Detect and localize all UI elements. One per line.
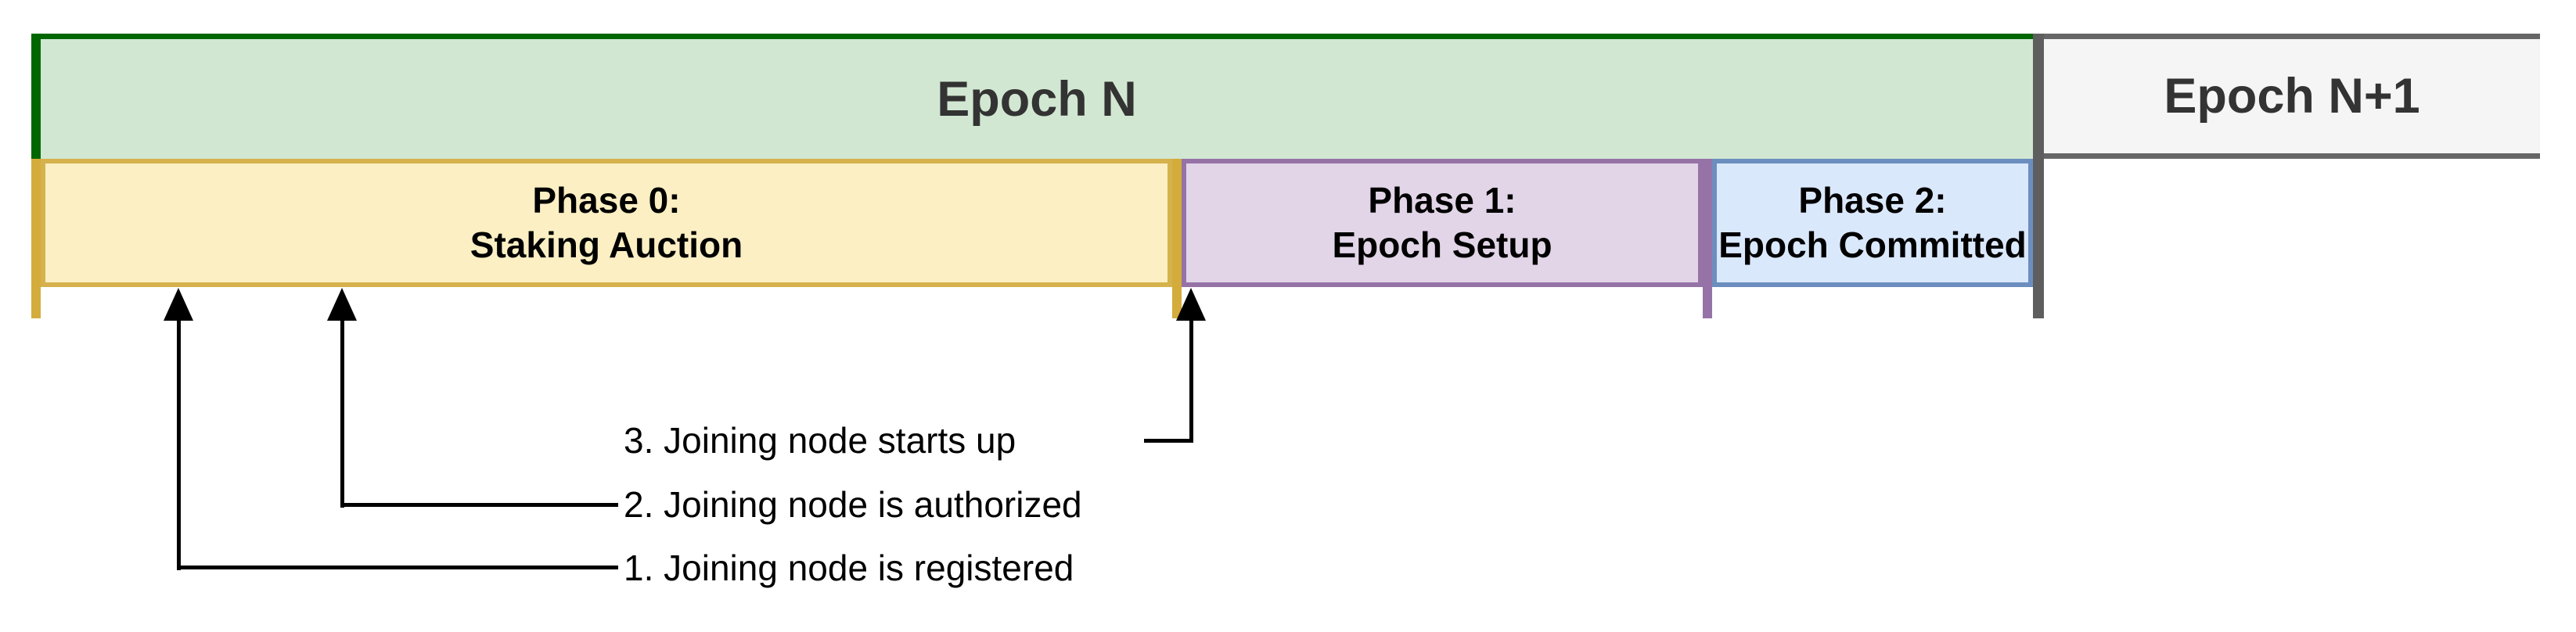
epoch-n-band: Epoch N [41,39,2033,159]
epoch-start-marker-green [31,34,41,159]
epoch-n-label: Epoch N [937,71,1137,127]
phase-2-label: Phase 2: Epoch Committed [1718,178,2027,268]
annotation-registered: 1. Joining node is registered [624,548,1074,588]
arrow-1-shaft [177,313,181,570]
epoch-n-plus-1-label: Epoch N+1 [2164,69,2420,124]
phase-2-label-line2: Epoch Committed [1718,224,2027,265]
arrow-1-connector [177,566,618,569]
arrow-3-connector [1144,439,1193,443]
phase-1-label: Phase 1: Epoch Setup [1332,178,1552,268]
phase-1-label-line1: Phase 1: [1368,180,1516,221]
epoch-n-plus-1-band: Epoch N+1 [2044,34,2540,159]
arrow-2-shaft [340,313,344,508]
annotation-authorized: 2. Joining node is authorized [624,484,1082,525]
phase-2-box: Phase 2: Epoch Committed [1712,159,2033,287]
phase-2-label-line1: Phase 2: [1798,180,1947,221]
annotation-starts-up: 3. Joining node starts up [624,420,1016,461]
arrow-3-shaft [1189,313,1193,443]
phase-1-box: Phase 1: Epoch Setup [1182,159,1703,287]
phase-0-end-marker [1172,159,1182,318]
epoch-n-top-border [31,34,2033,39]
phase-0-label-line1: Phase 0: [532,180,681,221]
phase-1-end-marker [1703,159,1712,318]
phase-0-label: Phase 0: Staking Auction [470,178,743,268]
phase-1-label-line2: Epoch Setup [1332,224,1552,265]
phase-0-box: Phase 0: Staking Auction [41,159,1172,287]
arrow-2-connector [340,503,618,507]
phase-0-label-line2: Staking Auction [470,224,743,265]
epoch-start-marker-gold [31,159,41,318]
epoch-boundary-divider [2033,34,2044,318]
